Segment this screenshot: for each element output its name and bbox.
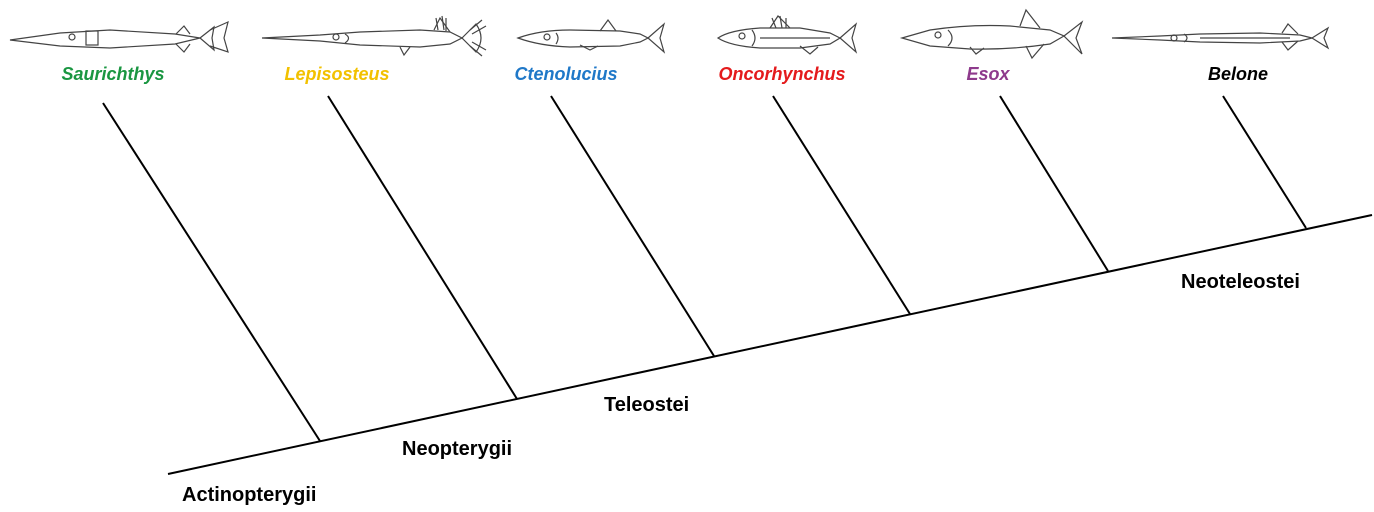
taxon-label-oncorhynchus: Oncorhynchus (718, 64, 846, 84)
ctenolucius-fish-icon (516, 18, 666, 54)
branch-oncorhynchus (772, 95, 911, 315)
taxon-label-lepisosteus: Lepisosteus (284, 64, 390, 84)
branch-ctenolucius (550, 95, 715, 357)
esox-fish-icon (899, 8, 1084, 60)
branch-belone (1222, 95, 1307, 229)
taxon-label-esox: Esox (966, 64, 1010, 84)
oncorhynchus-fish-icon (716, 15, 858, 55)
backbone-line (167, 214, 1373, 475)
taxon-label-ctenolucius: Ctenolucius (514, 64, 618, 84)
clade-label-actinopterygii: Actinopterygii (182, 484, 317, 506)
branch-saurichthys (102, 102, 321, 442)
branch-esox (999, 95, 1109, 272)
clade-label-neopterygii: Neopterygii (402, 438, 513, 460)
branch-lepisosteus (327, 95, 518, 400)
taxon-label-saurichthys: Saurichthys (61, 64, 165, 84)
clade-label-neoteleostei: Neoteleostei (1181, 271, 1300, 293)
clade-label-teleostei: Teleostei (604, 394, 690, 416)
saurichthys-fish-icon (9, 20, 229, 53)
belone-fish-icon (1111, 23, 1330, 51)
lepisosteus-fish-icon (261, 15, 487, 57)
taxon-label-belone: Belone (1207, 64, 1269, 84)
